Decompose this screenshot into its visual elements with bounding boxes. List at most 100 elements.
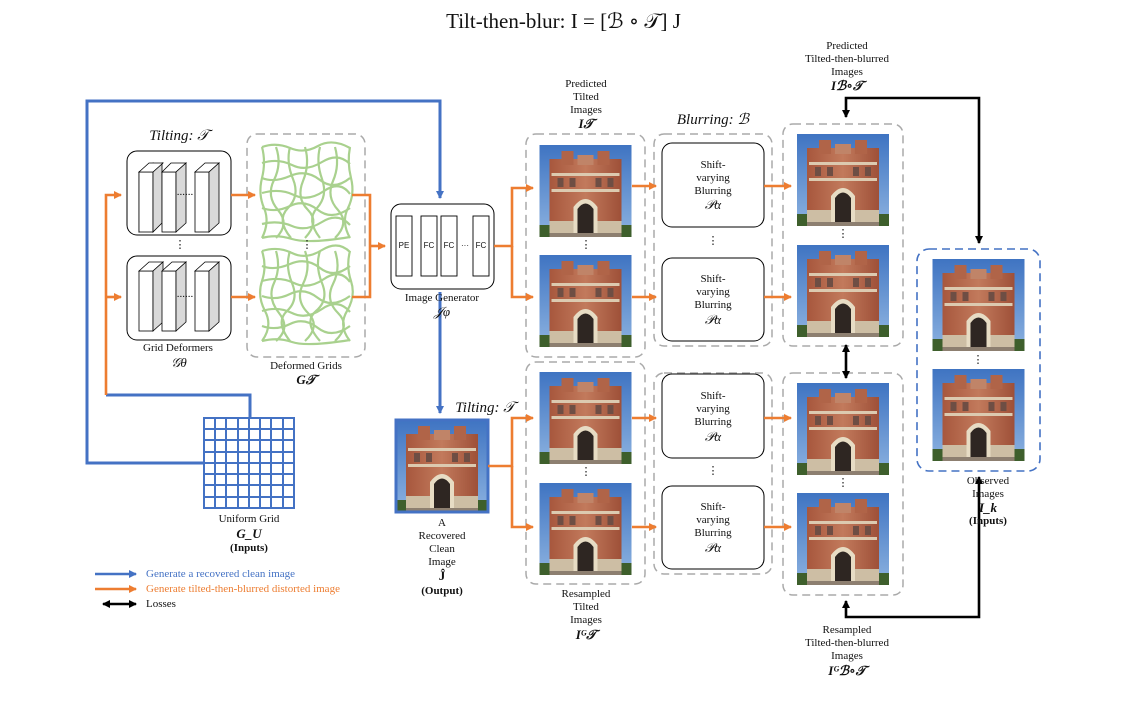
gen-block-fc-2: FC: [443, 241, 455, 250]
image-generator: [390, 203, 495, 290]
resampled-tilted-group: [525, 361, 646, 585]
loss-arrows: [842, 96, 983, 619]
grid-deformer-2: [126, 255, 232, 341]
predicted-tilted-line-3: Images: [570, 104, 602, 116]
predicted-tilted-group: [525, 133, 646, 358]
blurring-group-top: [653, 133, 773, 347]
observed-image-1: [932, 259, 1025, 351]
uniform-grid-symbol: G_U: [236, 526, 262, 541]
recovered-clean-image: [394, 418, 490, 514]
blur-box-2: [661, 257, 765, 342]
tilting-label-mid: Tilting: 𝒯: [455, 400, 515, 416]
deformed-grid-1: [259, 141, 354, 243]
blurring-label: Blurring: ℬ: [676, 112, 750, 128]
resampled-tilted-vdots: ⋮: [580, 466, 592, 478]
resampled-tilted-line-1: Resampled: [561, 588, 611, 600]
predicted-tilted-vdots: ⋮: [580, 239, 592, 251]
observed-note: (Inputs): [969, 515, 1007, 527]
resampled-tilted-image-1: [539, 372, 632, 464]
blur-box-3-line-2: varying: [696, 403, 730, 415]
resampled-ttb-vdots: ⋮: [837, 477, 849, 489]
observed-vdots: ⋮: [972, 354, 984, 366]
deformed-grids-symbol: G𝒯: [296, 372, 316, 387]
blue-arrows: [85, 99, 444, 465]
deformer-ellipsis-1: ......: [176, 186, 194, 198]
predicted-ttb-line-3: Images: [831, 66, 863, 78]
blur-vdots-bottom: ⋮: [707, 465, 719, 477]
resampled-ttb-symbol: Iᴳℬ∘𝒯: [828, 663, 866, 678]
blur-box-2-line-2: varying: [696, 286, 730, 298]
deformed-vdots: ⋮: [301, 239, 313, 251]
predicted-ttb-image-1: [797, 134, 889, 226]
legend-blue-label: Generate a recovered clean image: [146, 568, 296, 580]
recovered-line-2: Recovered: [418, 530, 466, 542]
blur-box-1-line-2: varying: [696, 172, 730, 184]
resampled-ttb-image-1: [797, 383, 889, 475]
gen-block-dots: ···: [461, 241, 469, 250]
observed-line-2: Images: [972, 488, 1004, 500]
orange-arrows: [104, 182, 792, 531]
recovered-note: (Output): [421, 585, 463, 597]
resampled-ttb-image-2: [797, 493, 889, 585]
tilting-label-top: Tilting: 𝒯: [149, 128, 209, 144]
blur-box-1-line-3: Blurring: [694, 185, 732, 197]
predicted-ttb-symbol: Iℬ∘𝒯: [831, 78, 863, 93]
deformed-grids-group: [246, 133, 366, 358]
gen-block-pe: PE: [398, 241, 410, 250]
blur-box-4-line-3: Blurring: [694, 527, 732, 539]
grid-deformer-1: [126, 150, 232, 236]
resampled-ttb-line-2: Tilted-then-blurred: [805, 637, 889, 649]
predicted-ttb-line-1: Predicted: [826, 40, 868, 52]
predicted-tilted-line-2: Tilted: [573, 91, 599, 103]
blur-box-3-symbol: 𝒫α: [704, 429, 722, 444]
recovered-line-1: A: [438, 517, 446, 529]
image-generator-label: Image Generator: [404, 292, 480, 304]
uniform-grid: [203, 417, 295, 509]
resampled-tilted-line-2: Tilted: [573, 601, 599, 613]
blur-box-3-line-1: Shift-: [700, 390, 726, 402]
blur-box-3-line-3: Blurring: [694, 416, 732, 428]
predicted-ttb-image-2: [797, 245, 889, 337]
predicted-tilted-line-1: Predicted: [565, 78, 607, 90]
recovered-symbol: Ĵ: [438, 568, 446, 583]
legend-orange-label: Generate tilted-then-blurred distorted i…: [146, 583, 340, 595]
resampled-tilted-symbol: Iᴳ𝒯: [575, 627, 597, 642]
blur-box-2-line-3: Blurring: [694, 299, 732, 311]
predicted-tilted-symbol: I𝒯: [578, 116, 594, 131]
grid-deformers-symbol: 𝒢θ: [171, 355, 187, 370]
observed-symbol: I_k: [978, 500, 998, 515]
recovered-line-4: Image: [428, 556, 456, 568]
observed-image-2: [932, 369, 1025, 461]
predicted-tilted-image-2: [539, 255, 632, 347]
observed-group: [916, 248, 1041, 472]
predicted-ttb-line-2: Tilted-then-blurred: [805, 53, 889, 65]
blur-box-2-line-1: Shift-: [700, 273, 726, 285]
blur-box-4-symbol: 𝒫α: [704, 540, 722, 555]
image-generator-symbol: 𝒥φ: [433, 304, 451, 319]
predicted-tilted-image-1: [539, 145, 632, 237]
blur-box-4-line-2: varying: [696, 514, 730, 526]
grid-deformers-label: Grid Deformers: [143, 342, 213, 354]
deformer-ellipsis-2: ......: [176, 288, 194, 300]
resampled-tilted-image-2: [539, 483, 632, 575]
blur-vdots-top: ⋮: [707, 235, 719, 247]
blur-box-1-line-1: Shift-: [700, 159, 726, 171]
blur-box-3: [661, 373, 765, 459]
blur-box-1-symbol: 𝒫α: [704, 197, 722, 212]
observed-line-1: Observed: [966, 475, 1010, 487]
diagram-title: Tilt-then-blur: I = [ℬ ∘ 𝒯] J: [446, 9, 681, 33]
uniform-grid-note: (Inputs): [230, 542, 268, 554]
blur-box-2-symbol: 𝒫α: [704, 312, 722, 327]
blur-box-4-line-1: Shift-: [700, 501, 726, 513]
predicted-ttb-vdots: ⋮: [837, 228, 849, 240]
resampled-tilted-line-3: Images: [570, 614, 602, 626]
gen-block-fc-3: FC: [475, 241, 487, 250]
blurring-group-bottom: [653, 372, 773, 575]
gen-block-fc-1: FC: [423, 241, 435, 250]
deformed-grids-label: Deformed Grids: [270, 360, 342, 372]
resampled-ttb-line-1: Resampled: [822, 624, 872, 636]
deformed-grid-2: [258, 244, 354, 346]
legend-lines: [95, 570, 137, 608]
legend-losses-label: Losses: [146, 598, 176, 610]
